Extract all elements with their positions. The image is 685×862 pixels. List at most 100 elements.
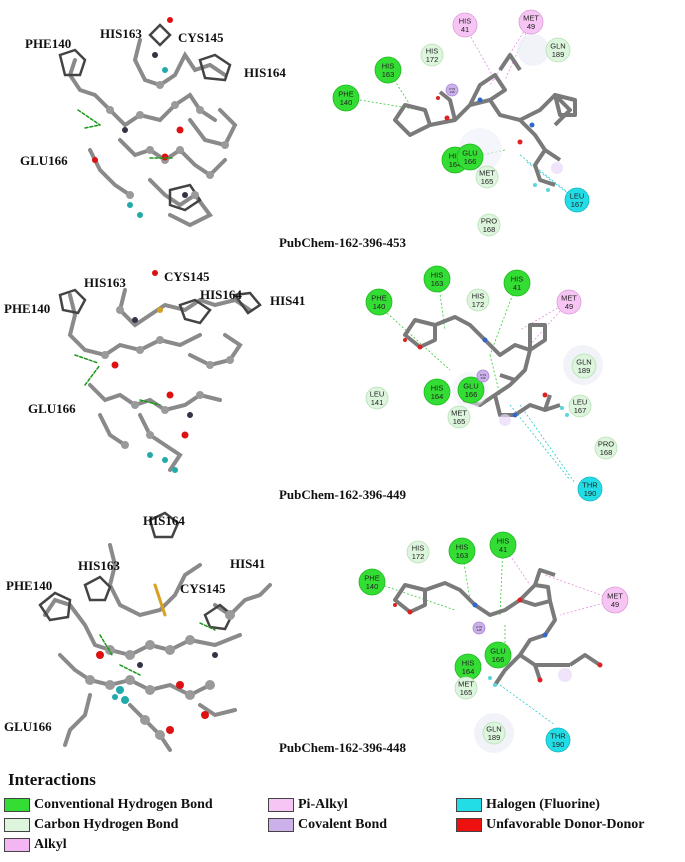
residue-number: 172 — [472, 300, 485, 309]
residue-name: LEU — [570, 192, 585, 201]
legend-item-halogen: Halogen (Fluorine) — [456, 796, 600, 813]
residue-name: MET — [458, 680, 474, 689]
residue-number: 165 — [481, 177, 494, 186]
residue-number: 172 — [426, 55, 439, 64]
residue-number: 165 — [453, 417, 466, 426]
residue-name: MET — [523, 14, 539, 23]
residue-name: LEU — [573, 398, 588, 407]
legend-swatch — [268, 797, 294, 812]
residue-number: 145 — [480, 376, 485, 380]
residue-number: 190 — [552, 740, 565, 749]
residue-name: HIS — [431, 384, 444, 393]
legend-item-pi-alkyl: Pi-Alkyl — [268, 796, 348, 813]
residue-label-3d: GLU166 — [28, 401, 76, 416]
residue-bubble-phe-140: PHE140 — [332, 84, 360, 112]
residue-bubble-circle — [503, 269, 531, 297]
panel-3-caption: PubChem-162-396-448 — [278, 740, 407, 755]
residue-number: 41 — [499, 545, 507, 554]
complex-panel-3: HIS164 HIS163 HIS41 PHE140 CYS145 GLU166 — [0, 505, 685, 767]
residue-number: 41 — [461, 25, 469, 34]
residue-name: GLN — [550, 42, 565, 51]
residue-name: HIS — [449, 152, 462, 161]
residue-label-3d: HIS163 — [84, 275, 126, 290]
panel-1-caption: PubChem-162-396-453 — [278, 235, 407, 250]
residue-bubble-circle — [477, 213, 501, 237]
residue-label-3d: HIS41 — [270, 293, 305, 308]
residue-name: MET — [607, 592, 623, 601]
residue-name: CYS — [480, 373, 486, 377]
residue-bubble-his-164: HIS164 — [423, 378, 451, 406]
residue-name: HIS — [382, 62, 395, 71]
legend-item-covalent: Covalent Bond — [268, 816, 387, 833]
residue-name: HIS — [412, 544, 425, 553]
residue-number: 189 — [488, 733, 501, 742]
residue-label-3d: GLU166 — [4, 719, 52, 734]
residue-bubble-glu-166: GLU166 — [456, 143, 484, 171]
residue-name: GLU — [490, 647, 505, 656]
residue-number: 49 — [611, 600, 619, 609]
residue-bubble-his-41: HIS41 — [489, 531, 517, 559]
residue-name: HIS — [431, 271, 444, 280]
residue-bubble-circle — [484, 641, 512, 669]
residue-bubble-his-163: HIS163 — [374, 56, 402, 84]
residue-label-3d: CYS145 — [164, 269, 210, 284]
residue-bubble-circle — [564, 187, 590, 213]
residue-name: CYS — [476, 625, 482, 629]
residue-number: 164 — [462, 667, 475, 676]
residue-name: CYS — [449, 87, 455, 91]
residue-name: GLU — [462, 149, 477, 158]
residue-bubble-circle — [454, 676, 478, 700]
legend-swatch — [268, 817, 294, 832]
residue-bubble-circle — [466, 288, 490, 312]
residue-bubble-his-163: HIS163 — [423, 265, 451, 293]
panel-3-svg: HIS164 HIS163 HIS41 PHE140 CYS145 GLU166 — [4, 511, 629, 753]
residue-bubble-circle — [332, 84, 360, 112]
residue-number: 163 — [456, 551, 469, 560]
residue-bubble-circle — [476, 369, 490, 383]
residue-bubble-phe-140: PHE140 — [358, 568, 386, 596]
residue-name: LEU — [370, 390, 385, 399]
residue-bubble-circle — [489, 531, 517, 559]
residue-name: MET — [561, 294, 577, 303]
residue-bubble-circle — [445, 83, 459, 97]
residue-bubble-circle — [594, 436, 618, 460]
legend-item-alkyl: Alkyl — [4, 836, 67, 853]
residue-name: MET — [451, 409, 467, 418]
residue-number: 167 — [571, 200, 584, 209]
legend-label: Unfavorable Donor-Donor — [486, 816, 645, 832]
residue-number: 49 — [527, 22, 535, 31]
residue-label-3d: HIS164 — [244, 65, 286, 80]
residue-bubble-circle — [423, 265, 451, 293]
interaction-map-1: HIS41MET49GLN189HIS172HIS163PHE140HIS164… — [332, 9, 590, 237]
residue-label-3d: HIS164 — [143, 513, 185, 528]
residue-bubble-circle — [374, 56, 402, 84]
residue-label-3d: HIS164 — [200, 287, 242, 302]
residue-bubble-his-164: HIS164 — [454, 653, 482, 681]
interactions-legend: Interactions Conventional Hydrogen Bond … — [4, 770, 684, 862]
legend-item-carbon-h: Carbon Hydrogen Bond — [4, 816, 178, 833]
residue-name: HIS — [459, 17, 472, 26]
residue-name: PRO — [598, 440, 614, 449]
panel-2-svg: HIS163 CYS145 HIS164 HIS41 PHE140 GLU166 — [4, 265, 618, 502]
legend-swatch — [456, 797, 482, 812]
residue-number: 141 — [371, 398, 384, 407]
structure-3d-3 — [38, 511, 272, 752]
residue-bubble-circle — [601, 586, 629, 614]
residue-name: PHE — [338, 90, 353, 99]
residue-label-3d: CYS145 — [178, 30, 224, 45]
residue-bubble-circle — [577, 476, 603, 502]
panel-2-caption: PubChem-162-396-449 — [278, 487, 407, 502]
residue-bubble-circle — [447, 405, 471, 429]
legend-item-unfavorable: Unfavorable Donor-Donor — [456, 816, 645, 833]
residue-name: HIS — [511, 275, 524, 284]
residue-bubble-circle — [457, 376, 485, 404]
residue-bubble-circle — [571, 353, 597, 379]
residue-bubble-circle — [423, 378, 451, 406]
legend-swatch — [4, 817, 30, 832]
